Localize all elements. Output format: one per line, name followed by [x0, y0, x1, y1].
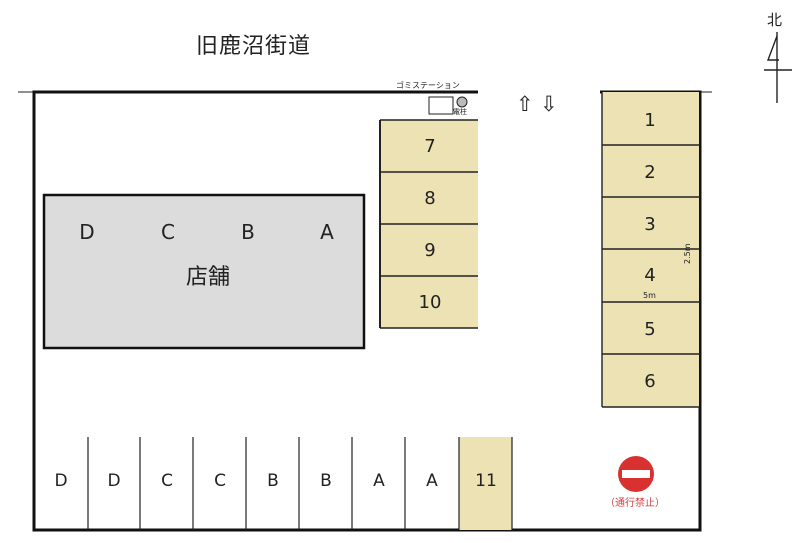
store-unit-label: B — [241, 220, 255, 244]
parking-space-south-c: C — [214, 471, 226, 491]
store-unit-label: C — [161, 220, 175, 244]
parking-space-1: 1 — [644, 110, 656, 131]
space-11-fill — [459, 437, 512, 530]
parking-space-south-b: B — [320, 471, 332, 491]
utility-pole-icon — [456, 96, 468, 108]
store-name: 店舗 — [185, 265, 230, 290]
parking-space-11: 11 — [475, 471, 497, 491]
road-name: 旧鹿沼街道 — [196, 34, 312, 59]
parking-space-south-a: A — [373, 471, 385, 491]
lot-boundary — [32, 90, 702, 532]
parking-space-south-d: D — [107, 471, 121, 491]
parking-space-south-a: A — [426, 471, 438, 491]
entrance-out-arrow-icon: ⇩ — [540, 92, 558, 116]
space-length-label: 2.5m — [683, 243, 692, 264]
east-parking-block — [601, 92, 700, 408]
parking-space-9: 9 — [424, 240, 436, 261]
south-parking-row — [87, 437, 513, 530]
space-width-label: 5m — [643, 291, 656, 300]
no-entry-bar — [622, 470, 650, 478]
north-label: 北 — [767, 11, 783, 29]
parking-space-south-d: D — [54, 471, 68, 491]
store-building — [42, 193, 366, 350]
store-unit-label: A — [320, 220, 334, 244]
center-parking-block — [379, 119, 478, 329]
garbage-station-box — [428, 96, 454, 115]
parking-space-south-b: B — [267, 471, 279, 491]
parking-space-2: 2 — [644, 162, 656, 183]
entrance-in-arrow-icon: ⇧ — [516, 92, 534, 116]
parking-space-4: 4 — [644, 265, 656, 286]
parking-space-south-c: C — [161, 471, 173, 491]
north-arrow-head — [766, 35, 779, 61]
store-unit-label: D — [79, 220, 95, 244]
garbage-station-label: ゴミステーション — [396, 81, 460, 90]
parking-space-8: 8 — [424, 188, 436, 209]
utility-pole-label: 電柱 — [453, 108, 467, 116]
parking-space-7: 7 — [424, 136, 436, 157]
parking-space-6: 6 — [644, 371, 656, 392]
parking-space-5: 5 — [644, 319, 656, 340]
parking-space-10: 10 — [418, 292, 442, 313]
parking-space-3: 3 — [644, 214, 656, 235]
no-entry-label: （通行禁止） — [605, 498, 665, 509]
